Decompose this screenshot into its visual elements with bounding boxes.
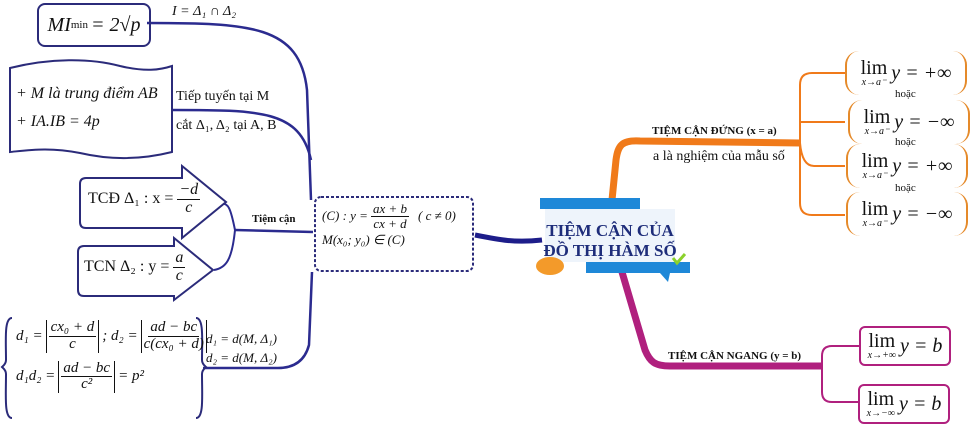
lim-word: lim [861,198,889,220]
tcd-den: c [185,198,193,216]
d2-num: ad − bc [148,319,200,337]
limit-rhs: y = −∞ [892,202,953,225]
tcn-prefix: TCN Δ₂ : y = [84,258,170,276]
function-prefix: (C) : y = [322,208,368,224]
distance-brace-right [195,317,208,419]
d1-prefix: d₁ = [16,327,43,344]
limit-rhs: y = +∞ [892,154,953,177]
product-num: ad − bc [61,359,113,378]
limit-sub: x→a⁻ [861,77,887,88]
lim-word: lim [868,330,896,352]
link-asymptote [234,228,314,234]
tangent-label-1: Tiếp tuyến tại M [176,89,270,104]
d2-den: c(cx₀ + d) [143,335,204,352]
tangent-box-line-1: + M là trung điểm AB [16,85,158,102]
tangent-box: + M là trung điểm AB + IA.IB = 4p [16,80,158,136]
limit-sub: x→+∞ [867,350,896,361]
link-horizontal [618,271,822,370]
asymptote-label: Tiệm cận [252,213,296,225]
tcn-den: c [175,266,183,284]
function-point: M(x₀; y₀) ∈ (C) [322,232,405,248]
link-mi [146,21,313,201]
center-banner-bottom [586,262,690,273]
product-rhs: = p² [118,368,144,385]
lim-word: lim [860,57,888,79]
tangent-box-line-2: + IA.IB = 4p [16,113,100,130]
distance-brace-left [0,317,13,419]
or-label-2: hoặc [895,136,916,148]
limit-sub: x→a⁻ [862,218,888,229]
vertical-title: TIỆM CẬN ĐỨNG (x = a) [652,125,777,137]
tangent-box-shape [9,59,173,160]
lim-word: lim [861,150,889,172]
mi-sub: min [70,19,88,31]
link-vertical [608,137,801,201]
mi-text: MI [47,13,71,36]
pie-chart-icon [536,257,564,275]
limit-rhs: y = +∞ [891,61,952,84]
link-distance [203,271,314,370]
function-num: ax + b [370,201,409,217]
function-box-shape [314,196,474,272]
center-title-line-2: ĐỒ THỊ HÀM SỐ [543,241,677,260]
limit-sub: x→a⁻ [864,126,890,137]
vertical-note: a là nghiệm của mẫu số [653,149,785,164]
center-banner-top [540,198,640,209]
limit-sub: x→−∞ [866,408,895,419]
horizontal-title: TIỆM CẬN NGANG (y = b) [668,350,802,362]
d1-num: cx₀ + d [48,319,97,337]
intersection-label: I = Δ₁ ∩ Δ₂ [172,4,237,19]
function-condition: ( c ≠ 0) [418,208,456,224]
center-title-line-1: TIỆM CẬN CỦA [546,221,674,240]
limit-sub: x→a⁻ [862,170,888,181]
product-prefix: d₁d₂ = [16,368,56,385]
link-tangent [171,108,313,161]
function-den: cx + d [373,215,407,231]
product-den: c² [81,376,93,393]
tangent-label-2: cắt Δ₁, Δ₂ tại A, B [176,118,277,133]
or-label-3: hoặc [895,182,916,194]
distance-label-2: d₂ = d(M, Δ₂) [206,350,277,365]
link-tc-fork [213,202,236,271]
tcd-prefix: TCĐ Δ₁ : x = [88,190,174,208]
lim-word: lim [867,388,895,410]
check-icon [671,253,687,266]
center-title: TIỆM CẬN CỦA ĐỒ THỊ HÀM SỐ [540,221,680,261]
d2-prefix: ; d₂ = [102,327,138,344]
limit-rhs: y = b [899,334,943,357]
distance-labels: d₁ = d(M, Δ₁) d₂ = d(M, Δ₂) [206,329,277,367]
mi-rhs: = 2√p [90,13,141,36]
tcd-arrow-shape [79,163,228,241]
tcn-num: a [173,249,186,268]
horizontal-bracket [821,345,860,403]
link-center-left [474,232,543,244]
lim-word: lim [863,106,891,128]
distance-label-1: d₁ = d(M, Δ₁) [206,331,277,346]
limit-rhs: y = b [898,392,942,415]
tcn-arrow-shape [77,235,215,303]
tcd-num: −d [177,181,201,200]
limit-rhs: y = −∞ [894,110,955,133]
or-label-1: hoặc [895,88,916,100]
d1-den: c [69,335,76,352]
vertical-bracket [799,72,845,216]
